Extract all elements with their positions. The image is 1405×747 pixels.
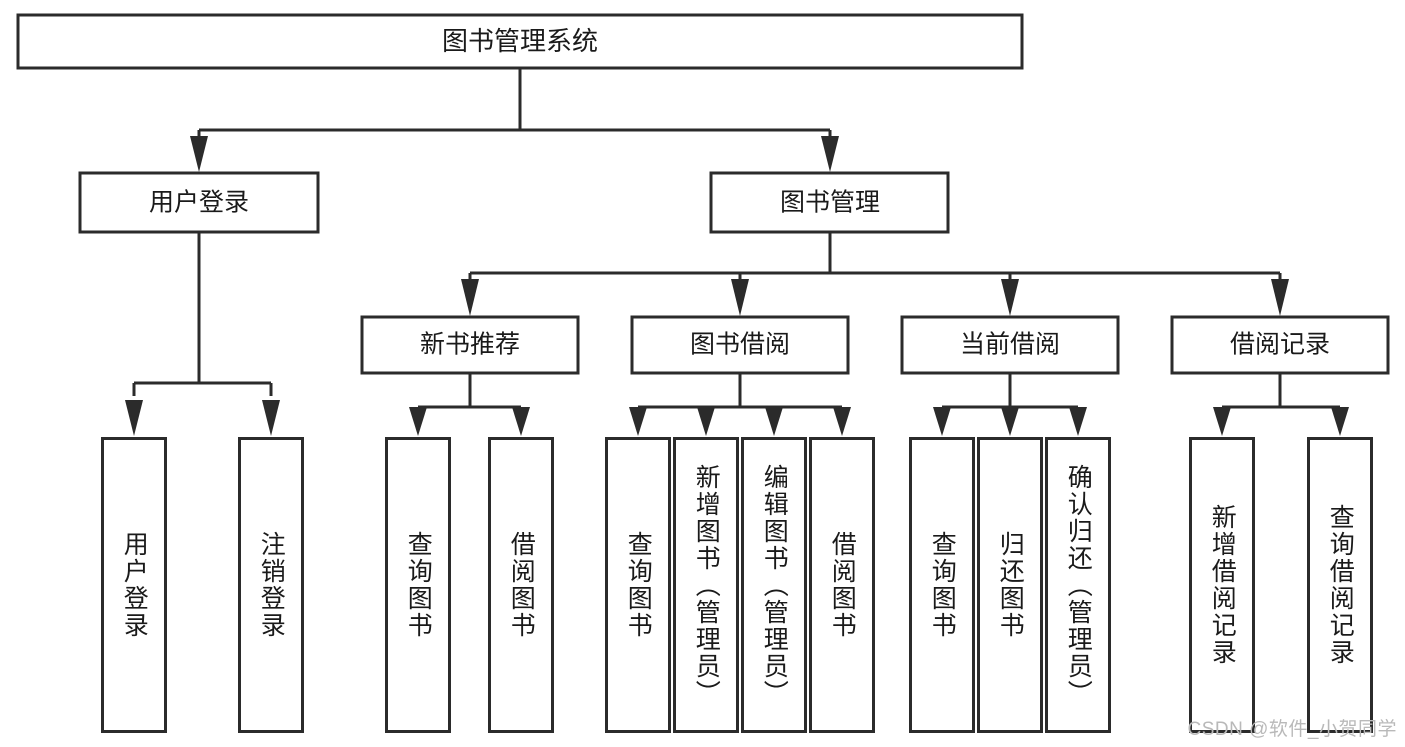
node-book-borrow[interactable]: 图书借阅 (630, 315, 850, 375)
arrow-head-borrow-record (1271, 279, 1289, 316)
node-book-manage-label: 图书管理 (780, 189, 880, 217)
node-book-manage[interactable]: 图书管理 (709, 171, 950, 234)
node-leaf-confirm-return-label: 确认归还（管理员） (1064, 463, 1093, 707)
arrow-head-leaf-return-book (1001, 407, 1019, 436)
node-leaf-query-book-1-label: 查询图书 (404, 531, 433, 639)
node-leaf-add-record[interactable]: 新增借阅记录 (1189, 437, 1255, 733)
node-leaf-edit-book[interactable]: 编辑图书（管理员） (741, 437, 807, 733)
node-book-borrow-box[interactable] (630, 315, 850, 375)
watermark-text: CSDN @软件_小贺同学 (1187, 719, 1397, 740)
node-leaf-user-logout-label: 注销登录 (257, 531, 286, 639)
node-user-login-box[interactable] (78, 171, 320, 234)
node-leaf-add-record-label: 新增借阅记录 (1208, 504, 1237, 666)
arrow-head-leaf-add-book (697, 407, 715, 436)
arrow-head-leaf-query-book-1 (409, 407, 427, 436)
node-leaf-query-record-label: 查询借阅记录 (1326, 504, 1355, 666)
node-current-borrow-label: 当前借阅 (960, 331, 1060, 359)
arrow-head-user-login (190, 136, 208, 172)
node-leaf-confirm-return[interactable]: 确认归还（管理员） (1045, 437, 1111, 733)
node-current-borrow-box[interactable] (900, 315, 1120, 375)
arrow-head-leaf-user-login (125, 400, 143, 436)
node-root-label: 图书管理系统 (442, 26, 598, 56)
arrow-head-leaf-borrow-book-2 (833, 407, 851, 436)
node-user-login[interactable]: 用户登录 (78, 171, 320, 234)
arrow-head-leaf-edit-book (765, 407, 783, 436)
connector-group-new-book-recommend (409, 373, 530, 436)
node-borrow-record[interactable]: 借阅记录 (1170, 315, 1390, 375)
connector-group-root (190, 68, 839, 172)
node-leaf-user-logout[interactable]: 注销登录 (238, 437, 304, 733)
node-leaf-query-book-3[interactable]: 查询图书 (909, 437, 975, 733)
connector-group-borrow-record (1213, 373, 1349, 436)
node-root-box[interactable] (16, 13, 1024, 70)
node-leaf-query-record[interactable]: 查询借阅记录 (1307, 437, 1373, 733)
node-user-login-label: 用户登录 (149, 189, 249, 217)
arrow-head-current-borrow (1001, 279, 1019, 316)
arrow-head-leaf-user-logout (262, 400, 280, 436)
node-current-borrow[interactable]: 当前借阅 (900, 315, 1120, 375)
node-leaf-query-book-1[interactable]: 查询图书 (385, 437, 451, 733)
node-root[interactable]: 图书管理系统 (16, 13, 1024, 70)
connector-group-current-borrow (933, 373, 1087, 436)
node-leaf-query-book-2-label: 查询图书 (624, 531, 653, 639)
arrow-head-book-borrow (731, 279, 749, 316)
connector-group-book-borrow (629, 373, 851, 436)
node-new-book-recommend[interactable]: 新书推荐 (360, 315, 580, 375)
arrow-head-leaf-confirm-return (1069, 407, 1087, 436)
node-leaf-borrow-book-2[interactable]: 借阅图书 (809, 437, 875, 733)
node-leaf-user-login[interactable]: 用户登录 (101, 437, 167, 733)
arrow-head-new-book-recommend (461, 279, 479, 316)
node-leaf-borrow-book-2-label: 借阅图书 (828, 531, 857, 639)
node-borrow-record-label: 借阅记录 (1230, 331, 1330, 359)
node-leaf-return-book[interactable]: 归还图书 (977, 437, 1043, 733)
arrow-head-leaf-query-book-2 (629, 407, 647, 436)
node-new-book-recommend-label: 新书推荐 (420, 331, 520, 359)
node-leaf-edit-book-label: 编辑图书（管理员） (760, 463, 789, 707)
arrow-head-leaf-query-record (1331, 407, 1349, 436)
node-borrow-record-box[interactable] (1170, 315, 1390, 375)
node-leaf-add-book[interactable]: 新增图书（管理员） (673, 437, 739, 733)
arrow-head-leaf-add-record (1213, 407, 1231, 436)
node-book-borrow-label: 图书借阅 (690, 331, 790, 359)
connector-group-book-manage (461, 232, 1289, 316)
node-leaf-query-book-3-label: 查询图书 (928, 531, 957, 639)
arrow-head-book-manage (821, 136, 839, 172)
node-book-manage-box[interactable] (709, 171, 950, 234)
node-leaf-return-book-label: 归还图书 (996, 531, 1025, 639)
node-leaf-borrow-book-1[interactable]: 借阅图书 (488, 437, 554, 733)
node-leaf-add-book-label: 新增图书（管理员） (692, 463, 721, 707)
arrow-head-leaf-query-book-3 (933, 407, 951, 436)
node-leaf-query-book-2[interactable]: 查询图书 (605, 437, 671, 733)
node-leaf-user-login-label: 用户登录 (120, 531, 149, 639)
arrow-head-leaf-borrow-book-1 (512, 407, 530, 436)
node-new-book-recommend-box[interactable] (360, 315, 580, 375)
node-leaf-borrow-book-1-label: 借阅图书 (507, 531, 536, 639)
connector-group-user-login (125, 232, 280, 436)
